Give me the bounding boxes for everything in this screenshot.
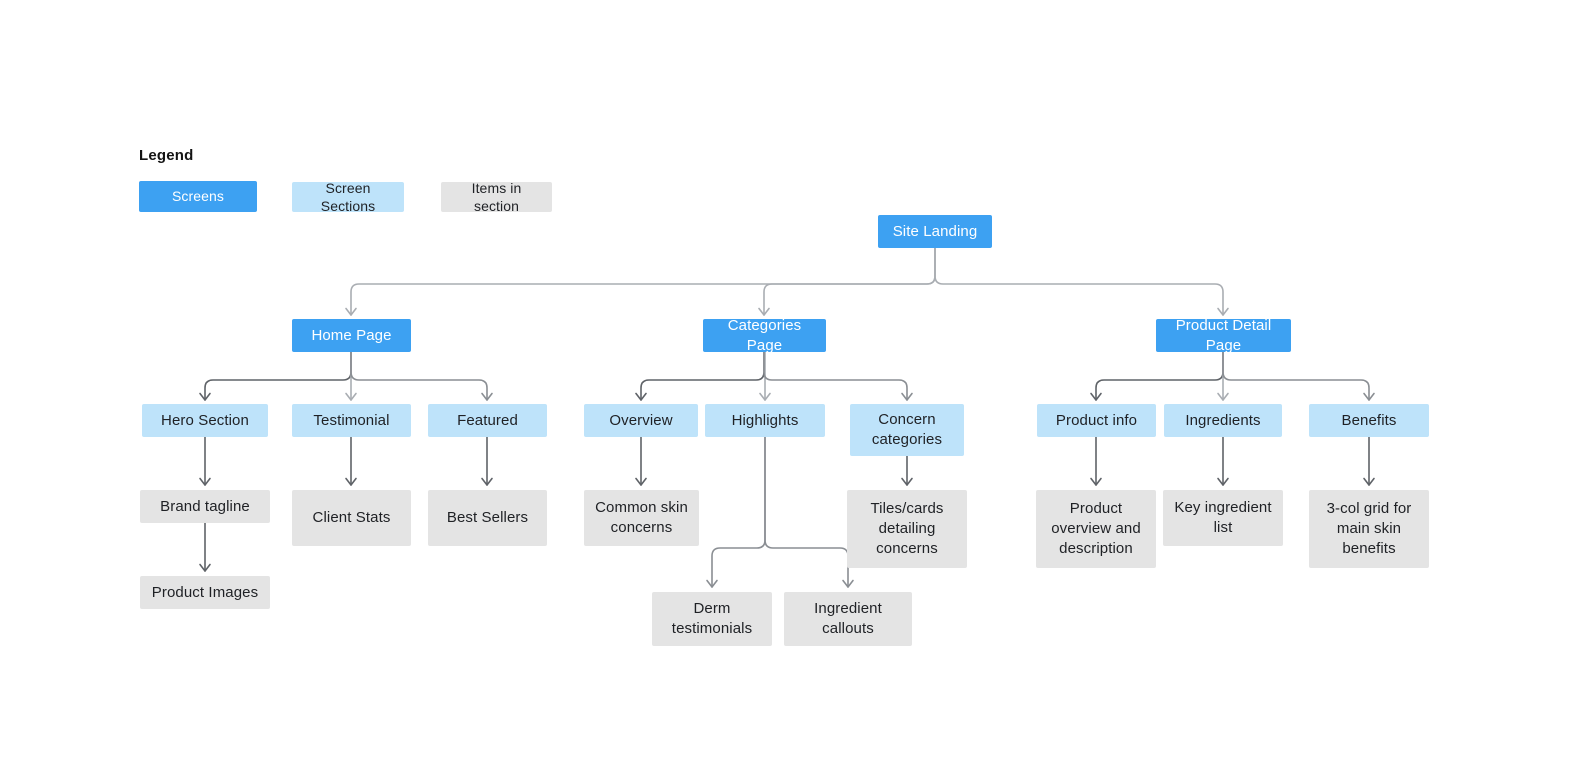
edge-sitelanding-productdetailpage xyxy=(934,247,1229,316)
node-common-skin-concerns[interactable]: Common skin concerns xyxy=(584,490,699,546)
node-best-sellers[interactable]: Best Sellers xyxy=(428,490,547,546)
node-ingredient-callouts[interactable]: Ingredient callouts xyxy=(784,592,912,646)
node-product-images[interactable]: Product Images xyxy=(140,576,270,609)
edge-categoriespage-overview xyxy=(635,351,765,401)
edge-highlights-ingredientcallouts xyxy=(764,436,854,588)
node-site-landing[interactable]: Site Landing xyxy=(878,215,992,248)
legend-chip-screen-sections[interactable]: Screen Sections xyxy=(292,180,404,214)
node-overview[interactable]: Overview xyxy=(584,404,698,437)
node-highlights[interactable]: Highlights xyxy=(705,404,825,437)
node-tiles-cards-detailing-concerns[interactable]: Tiles/cards detailing concerns xyxy=(847,490,967,568)
edge-productdetailpage-productinfo xyxy=(1090,351,1224,401)
node-home-page[interactable]: Home Page xyxy=(292,319,411,352)
edge-categoriespage-concerncategories xyxy=(763,351,913,401)
node-key-ingredient-list[interactable]: Key ingredient list xyxy=(1163,490,1283,546)
edge-sitelanding-categoriespage xyxy=(758,247,936,316)
legend-chip-items-in-section[interactable]: Items in section xyxy=(441,180,552,214)
node-derm-testimonials[interactable]: Derm testimonials xyxy=(652,592,772,646)
node-categories-page[interactable]: Categories Page xyxy=(703,317,826,354)
legend-chip-screens[interactable]: Screens xyxy=(139,181,257,212)
node-testimonial[interactable]: Testimonial xyxy=(292,404,411,437)
edge-homepage-herosection xyxy=(199,351,352,401)
node-ingredients[interactable]: Ingredients xyxy=(1164,404,1282,437)
node-client-stats[interactable]: Client Stats xyxy=(292,490,411,546)
edge-productdetailpage-benefits xyxy=(1222,351,1375,401)
node-product-overview-and-description[interactable]: Product overview and description xyxy=(1036,490,1156,568)
edge-homepage-featured xyxy=(350,351,493,401)
node-product-detail-page[interactable]: Product Detail Page xyxy=(1156,317,1291,354)
node-brand-tagline[interactable]: Brand tagline xyxy=(140,490,270,523)
node-3-col-grid-main-skin-benefits[interactable]: 3-col grid for main skin benefits xyxy=(1309,490,1429,568)
edge-highlights-dermtestimonials xyxy=(706,436,766,588)
node-product-info[interactable]: Product info xyxy=(1037,404,1156,437)
legend-title: Legend xyxy=(139,147,194,164)
node-featured[interactable]: Featured xyxy=(428,404,547,437)
edge-sitelanding-homepage xyxy=(345,247,936,316)
node-benefits[interactable]: Benefits xyxy=(1309,404,1429,437)
node-hero-section[interactable]: Hero Section xyxy=(142,404,268,437)
node-concern-categories[interactable]: Concern categories xyxy=(850,404,964,456)
